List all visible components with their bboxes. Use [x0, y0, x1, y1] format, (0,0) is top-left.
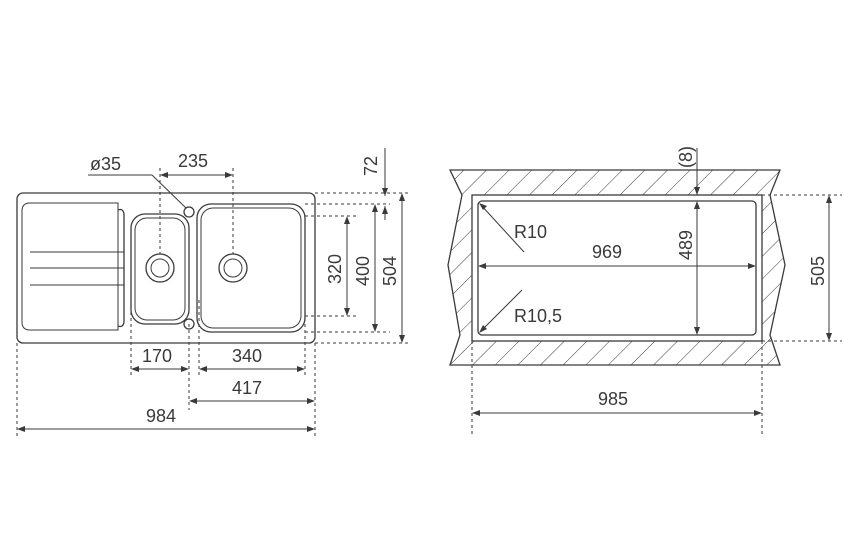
tap-spacing-label: 235 [178, 151, 208, 171]
arrowhead [372, 204, 378, 212]
arrowhead [189, 398, 197, 404]
arrowhead [472, 410, 480, 416]
sink-outline [16, 192, 316, 344]
worktop-outline [447, 169, 786, 366]
inner-width-label: 969 [592, 242, 622, 262]
arrowhead [17, 426, 25, 432]
cutout-depth-label: 505 [808, 256, 828, 286]
sink-top-view [16, 192, 316, 344]
back-gap-label: (8) [676, 146, 696, 168]
arrowhead [225, 172, 233, 178]
arrowhead [344, 216, 350, 224]
worktop-hatch [448, 170, 785, 365]
radius-top-leader [480, 204, 525, 253]
hole-diameter-label: ø35 [90, 154, 121, 174]
arrowhead [297, 366, 305, 372]
arrowhead [826, 195, 832, 203]
drainer-divider [117, 208, 125, 328]
arrowhead [694, 187, 700, 195]
overflow-hole [183, 318, 195, 330]
cutout-inner [477, 200, 757, 336]
bowl-depth-label: 400 [353, 256, 373, 286]
radius-top-label: R10 [514, 222, 547, 242]
arrowhead [399, 335, 405, 343]
arrowhead [694, 327, 700, 335]
arrowhead [479, 325, 487, 333]
arrowhead [307, 426, 315, 432]
arrowhead [382, 188, 388, 196]
radius-bottom-label: R10,5 [514, 306, 562, 326]
cutout-view [447, 169, 786, 366]
arrowhead [478, 263, 486, 269]
top-offset-label: 72 [361, 156, 381, 176]
arrowhead [754, 410, 762, 416]
tap-hole [183, 206, 195, 218]
arrowhead [199, 366, 207, 372]
bowl-depth-inner-label: 320 [325, 254, 345, 284]
bowls-span-label: 417 [232, 378, 262, 398]
inner-depth-label: 489 [676, 230, 696, 260]
arrowhead [344, 308, 350, 316]
cutout-width-label: 985 [598, 389, 628, 409]
small-bowl [130, 213, 190, 325]
arrowhead [181, 366, 189, 372]
large-bowl-width-label: 340 [232, 346, 262, 366]
arrowhead [826, 333, 832, 341]
arrowhead [382, 206, 388, 214]
drainer-area [21, 202, 119, 331]
radius-bottom-leader [480, 289, 523, 332]
arrowhead [748, 263, 756, 269]
arrowhead [399, 193, 405, 201]
overall-depth-label: 504 [380, 256, 400, 286]
small-bowl-width-label: 170 [142, 346, 172, 366]
large-bowl [196, 203, 306, 333]
hole-diameter-leader [88, 174, 187, 209]
arrowhead [372, 324, 378, 332]
arrowhead [160, 172, 168, 178]
arrowhead [131, 366, 139, 372]
arrowhead [307, 398, 315, 404]
arrowhead [479, 203, 487, 210]
small-bowl-drain-inner [150, 258, 170, 278]
large-bowl-drain-inner [223, 258, 243, 278]
small-bowl-drain [145, 253, 175, 283]
overall-width-label: 984 [146, 406, 176, 426]
large-bowl-inner [200, 207, 302, 329]
arrowhead [694, 201, 700, 209]
cutout-opening [471, 194, 763, 342]
large-bowl-drain [218, 253, 248, 283]
small-bowl-inner [134, 217, 186, 321]
